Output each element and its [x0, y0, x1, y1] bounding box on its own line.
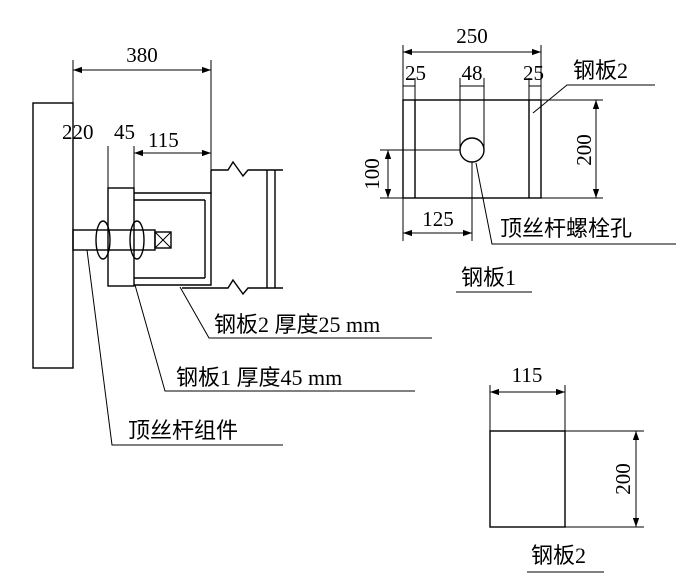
leader-plate2 [179, 286, 432, 339]
plate2-outline [489, 430, 566, 528]
leader-bolt-hole [475, 162, 676, 245]
leader-plate1 [134, 284, 415, 392]
label-plate2-thickness: 钢板2 厚度25 mm [214, 312, 380, 337]
dim-115-text: 115 [148, 128, 179, 152]
dim-380-text: 380 [126, 43, 158, 67]
caption-plate2: 钢板2 [531, 543, 586, 568]
label-jack-assembly: 顶丝杆组件 [128, 418, 238, 443]
dim-25-left-text: 25 [405, 61, 426, 85]
dim-48-text: 48 [462, 61, 483, 85]
label-plate2-top: 钢板2 [573, 58, 628, 83]
label-bolt-hole: 顶丝杆螺栓孔 [500, 216, 632, 241]
leader-jack [86, 249, 283, 446]
dim-250-text: 250 [456, 24, 488, 48]
bolt-hole [459, 137, 485, 163]
dim-100-text: 100 [360, 158, 384, 190]
label-plate1-thickness: 钢板1 厚度45 mm [176, 365, 342, 390]
plate1-side [107, 187, 135, 287]
jack-rod [72, 229, 156, 251]
plate2-view: 115 200 钢板2 [489, 363, 644, 573]
beam-bottom [182, 278, 283, 296]
beam-top [211, 160, 283, 178]
plate1-view: 250 25 48 25 钢板2 200 100 125 顶丝杆螺栓孔 [360, 24, 676, 293]
leader-plate2-top [532, 84, 655, 114]
dim-200-plate1-text: 200 [572, 134, 596, 166]
bolt-head [154, 231, 172, 249]
dim-45-text: 45 [114, 120, 135, 144]
side-view: 380 220 45 115 钢板2 厚度25 mm [32, 43, 432, 446]
dim-115-plate2-text: 115 [512, 363, 543, 387]
dim-125-text: 125 [422, 207, 454, 231]
dim-25-right-text: 25 [523, 61, 544, 85]
nut-left [95, 220, 111, 260]
dim-220-text: 220 [62, 120, 94, 144]
plate2-side [134, 192, 212, 286]
caption-plate1: 钢板1 [461, 265, 516, 290]
dim-200-plate2-text: 200 [611, 463, 635, 495]
nut-right [129, 220, 145, 260]
